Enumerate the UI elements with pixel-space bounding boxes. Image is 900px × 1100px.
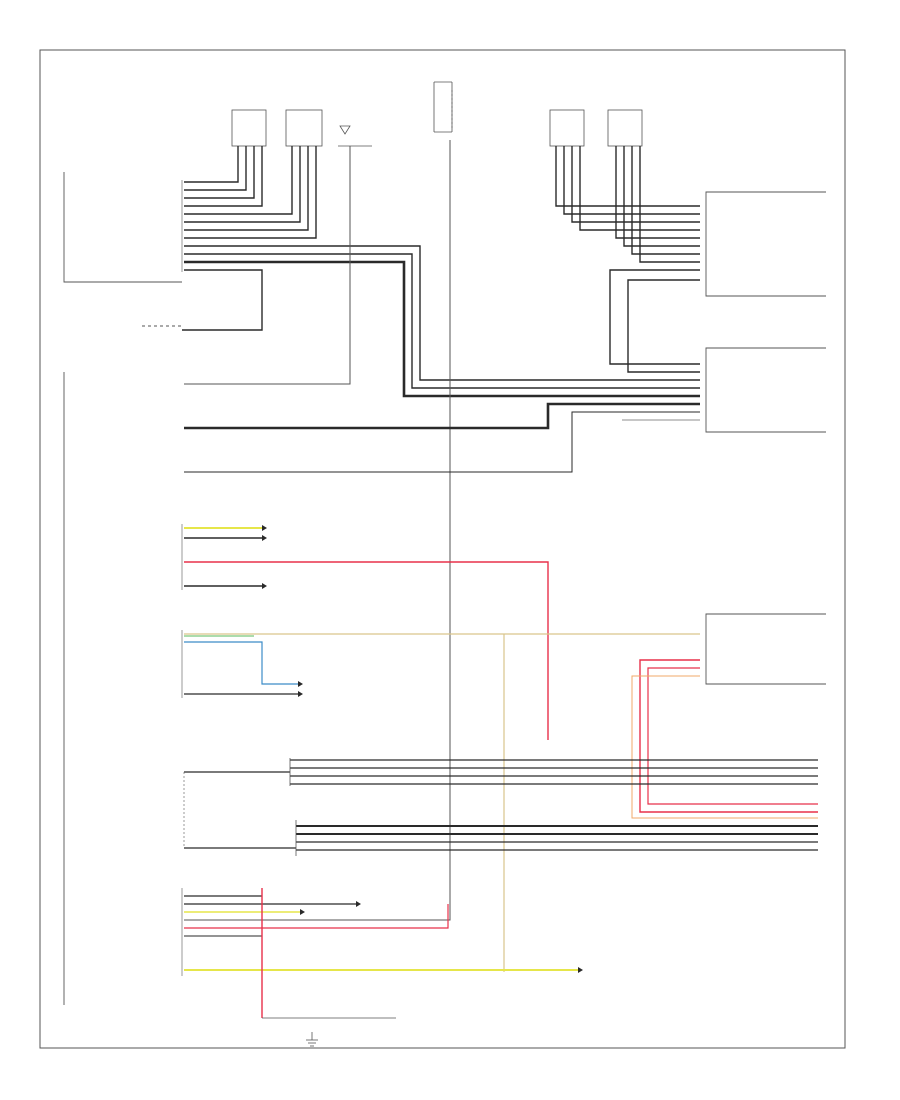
top-left-components	[231, 109, 643, 147]
center-supply-wire	[184, 140, 451, 921]
ground-symbol-icon	[306, 1032, 318, 1047]
fiber-optic-cable-group-upper	[184, 758, 818, 786]
top-right-harness-wires	[555, 146, 700, 373]
main-bus-wires	[182, 245, 700, 398]
top-left-harness-wires	[184, 146, 351, 239]
right-module-brackets	[705, 191, 826, 685]
fiber-optic-cable-group-lower	[183, 772, 818, 856]
signal-arrow-icons	[262, 525, 583, 973]
colored-signal-wires	[184, 527, 818, 972]
antenna-feed-wires	[142, 170, 351, 385]
lower-bus-wires	[184, 402, 700, 473]
top-center-fuse-block	[433, 81, 453, 133]
left-control-module-bracket	[63, 172, 182, 1005]
bottom-connector-wires	[184, 888, 578, 1019]
diagram-frame	[39, 49, 846, 1049]
